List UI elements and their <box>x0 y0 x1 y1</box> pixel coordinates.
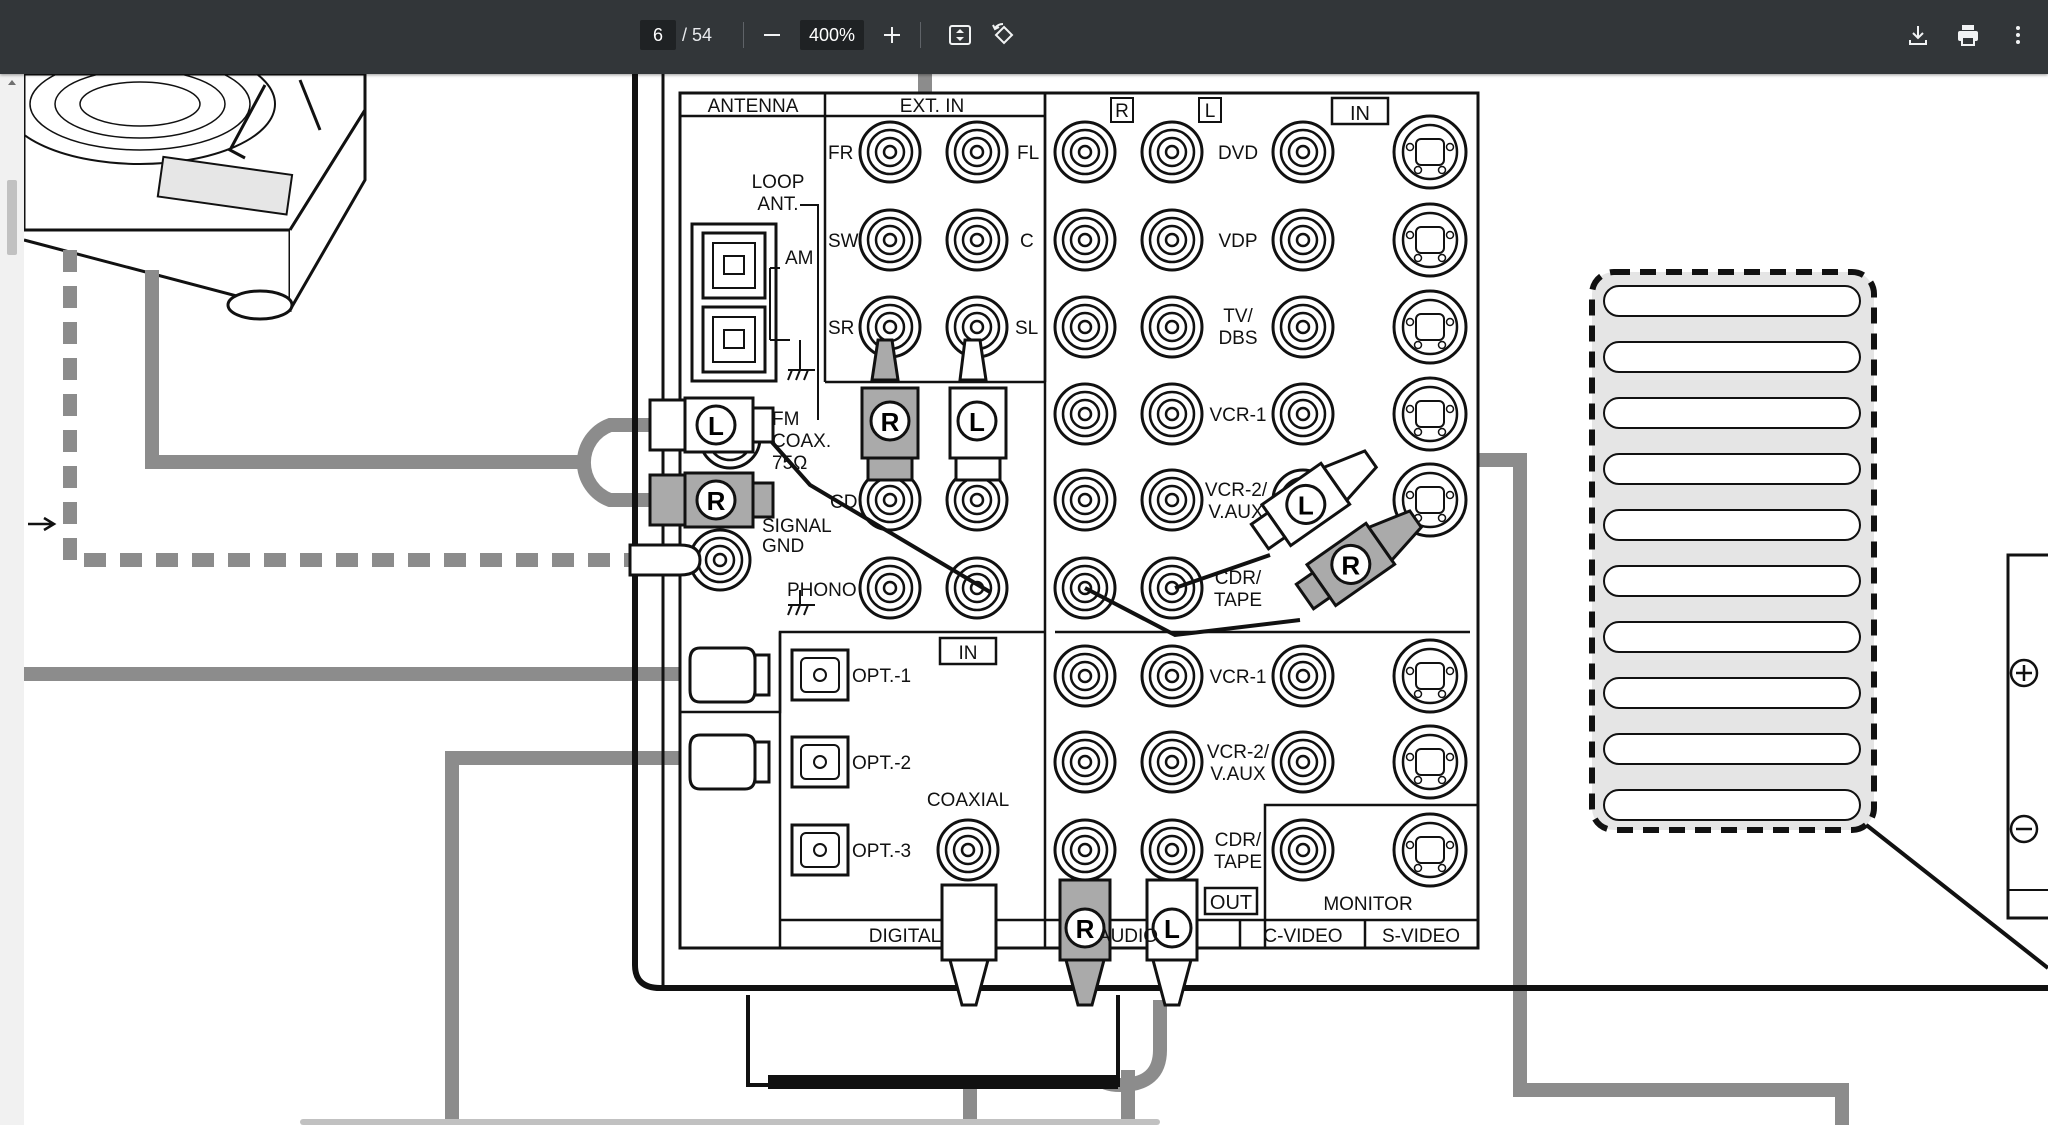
plug-label-r: R <box>881 407 900 437</box>
label-fr: FR <box>828 143 853 164</box>
label-am: AM <box>785 248 814 269</box>
label-ant: ANT. <box>757 194 798 215</box>
rca-plug-l-cdr: L <box>1249 449 1379 551</box>
download-button[interactable] <box>1898 15 1938 55</box>
label-vcr2-out: VCR-2/ <box>1207 742 1270 763</box>
label-tv: TV/ <box>1223 306 1253 327</box>
pdf-toolbar: 6 / 54 400% <box>0 0 2048 74</box>
label-monitor: MONITOR <box>1323 894 1412 915</box>
label-sr: SR <box>828 318 854 339</box>
print-icon <box>1958 25 1978 46</box>
label-gnd: GND <box>762 536 804 557</box>
label-vcr1-out: VCR-1 <box>1209 667 1266 688</box>
label-dbs: DBS <box>1218 328 1257 349</box>
arrow-icon <box>28 516 57 532</box>
vertical-scrollbar[interactable] <box>0 74 24 1125</box>
label-cdr-in: CDR/ <box>1215 568 1262 589</box>
label-opt2: OPT.-2 <box>852 753 911 774</box>
ventilation-panel <box>1589 269 1877 833</box>
rca-plug-r-cdr: R <box>1294 509 1424 611</box>
more-vert-icon <box>2016 26 2020 44</box>
label-coaxial: COAXIAL <box>927 790 1009 811</box>
label-vaux-in: V.AUX <box>1208 502 1264 523</box>
label-cdr-out: CDR/ <box>1215 830 1262 851</box>
label-opt3: OPT.-3 <box>852 841 911 862</box>
rotate-icon <box>992 23 1014 45</box>
plug-label-l: L <box>1164 914 1180 944</box>
label-opt1: OPT.-1 <box>852 666 911 687</box>
label-loop: LOOP <box>752 172 805 193</box>
label-ext-in: EXT. IN <box>900 96 964 117</box>
label-vaux-out: V.AUX <box>1210 764 1266 785</box>
label-l-badge: L <box>1205 101 1216 122</box>
plug-label-r: R <box>1341 550 1360 580</box>
label-vcr2-in: VCR-2/ <box>1205 480 1268 501</box>
print-button[interactable] <box>1948 15 1988 55</box>
label-in-digital: IN <box>959 643 978 664</box>
zoom-in-button[interactable] <box>872 15 912 55</box>
page-total: / 54 <box>682 24 713 45</box>
label-dvd: DVD <box>1218 143 1258 164</box>
plug-label-l: L <box>1298 490 1314 520</box>
rca-plug-l-extin: L <box>948 338 1008 482</box>
label-vcr1-in: VCR-1 <box>1209 405 1266 426</box>
rca-plug-r-phono: R <box>648 471 775 529</box>
horizontal-scrollbar-thumb[interactable] <box>300 1119 1160 1125</box>
receiver-connection-diagram: R L L R L R R <box>4 74 2048 1125</box>
scrollbar-thumb[interactable] <box>7 180 17 255</box>
plug-label-l: L <box>969 407 985 437</box>
label-antenna: ANTENNA <box>708 96 799 117</box>
turntable-illustration <box>4 74 367 321</box>
plus-icon <box>884 27 900 43</box>
label-cd: CD <box>830 492 857 513</box>
label-digital: DIGITAL <box>869 926 942 947</box>
label-fm: FM <box>772 409 799 430</box>
zoom-input[interactable]: 400% <box>800 20 864 50</box>
scroll-up-arrow-icon[interactable] <box>8 80 16 85</box>
label-out: OUT <box>1210 892 1252 914</box>
label-75-ohm: 75Ω <box>772 453 807 474</box>
coaxial-plug <box>940 883 998 1007</box>
label-in: IN <box>1350 103 1370 125</box>
plug-label-r: R <box>707 486 726 516</box>
s-video-input-jacks <box>1392 114 1468 538</box>
more-options-button[interactable] <box>1998 15 2038 55</box>
download-icon <box>1909 26 1927 45</box>
optical-plugs <box>688 646 771 791</box>
minus-icon <box>764 34 780 36</box>
label-phono: PHONO <box>787 580 857 601</box>
fit-page-icon <box>949 25 971 45</box>
label-fl: FL <box>1017 143 1039 164</box>
rca-plug-l-out: L <box>1145 878 1199 1007</box>
document-viewport: R L L R L R R <box>0 74 2048 1125</box>
plug-label-r: R <box>1076 914 1095 944</box>
label-sw: SW <box>828 231 859 252</box>
rca-plug-r-extin: R <box>860 338 920 482</box>
label-signal: SIGNAL <box>762 516 832 537</box>
receiver-outline <box>632 74 2048 991</box>
label-coax: COAX. <box>772 431 831 452</box>
label-sl: SL <box>1015 318 1038 339</box>
label-audio: AUDIO <box>1098 926 1158 947</box>
label-s-video: S-VIDEO <box>1382 926 1460 947</box>
label-r-badge: R <box>1115 101 1129 122</box>
label-vdp: VDP <box>1218 231 1257 252</box>
plug-label-l: L <box>708 411 724 441</box>
am-antenna-terminal <box>690 204 819 420</box>
speaker-terminals <box>2006 553 2048 920</box>
label-tape-in: TAPE <box>1214 590 1262 611</box>
fit-page-button[interactable] <box>940 15 980 55</box>
rotate-button[interactable] <box>984 15 1024 55</box>
toolbar-divider <box>920 22 921 48</box>
label-c-video: C-VIDEO <box>1263 926 1342 947</box>
ground-wire <box>63 250 640 567</box>
rca-plug-l-phono: L <box>648 396 775 454</box>
toolbar-divider <box>743 22 744 48</box>
rca-plug-r-out: R <box>1058 878 1112 1007</box>
page-number-input[interactable]: 6 <box>640 20 676 50</box>
zoom-out-button[interactable] <box>752 15 792 55</box>
label-c: C <box>1020 231 1034 252</box>
label-tape-out: TAPE <box>1214 852 1262 873</box>
